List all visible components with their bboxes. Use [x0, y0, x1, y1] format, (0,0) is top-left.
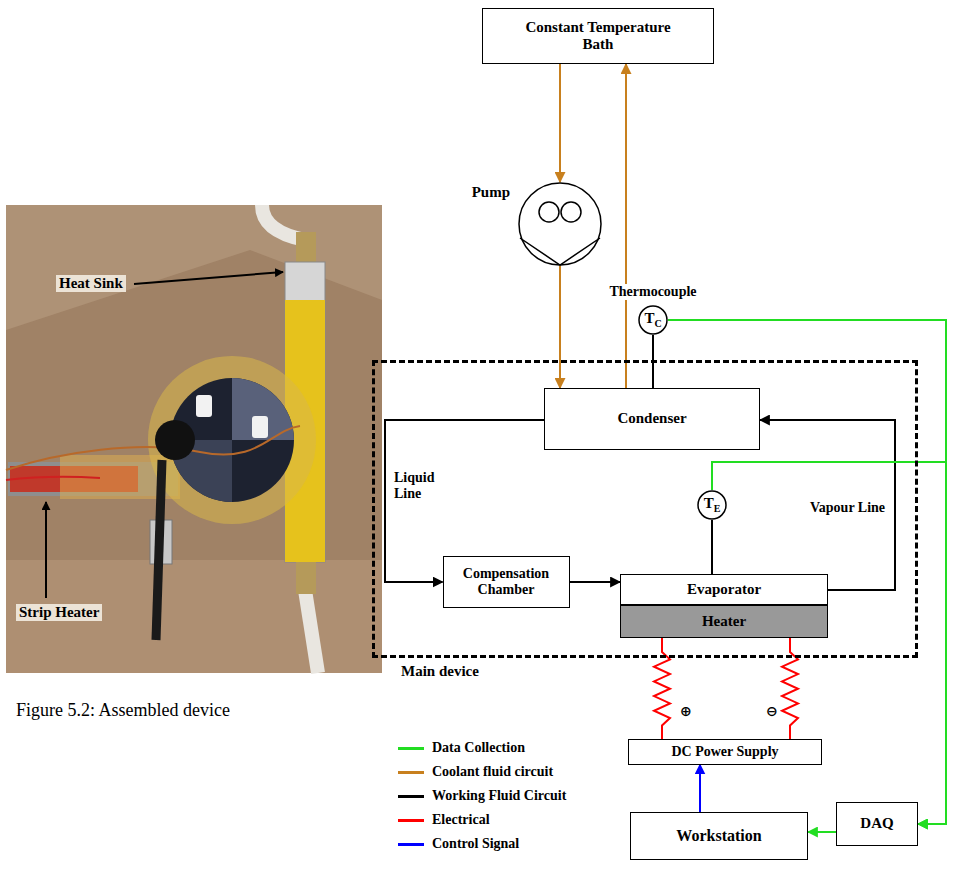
flow-connector: [699, 765, 701, 812]
node-label: DC Power Supply: [671, 744, 778, 760]
line-label: Vapour Line: [808, 500, 888, 516]
leader-arrow: [134, 272, 283, 284]
coolant-tube: [305, 590, 318, 673]
pump-rotor: [561, 202, 581, 222]
part-label: Strip Heater: [16, 604, 102, 621]
pump-rotor: [539, 202, 559, 222]
condenser-box: Condenser: [544, 388, 760, 450]
charging-knob: [155, 420, 195, 460]
legend-row: Coolant fluid circuit: [398, 764, 553, 780]
node-label: Heater: [702, 613, 746, 630]
thermocouple-circle: TE: [697, 490, 727, 520]
electrical-wire: [654, 638, 670, 739]
node-label: DAQ: [860, 815, 893, 832]
brass-fitting: [296, 562, 316, 594]
pump-symbol: Pump: [518, 182, 602, 266]
flow-connector: [712, 462, 946, 824]
thermocouple-circle: ThermocoupleTC: [638, 305, 668, 335]
kapton-disc: [148, 356, 316, 524]
fill-rod: [156, 460, 162, 640]
part-label: Heat Sink: [56, 275, 126, 292]
line-label: ⊖: [764, 704, 780, 720]
electrical-wire: [782, 638, 798, 739]
line-label: Liquid Line: [392, 470, 456, 502]
coolant-bath-box: Constant Temperature Bath: [482, 8, 714, 64]
legend-swatch: [398, 843, 424, 846]
legend-row: Electrical: [398, 812, 490, 828]
pump-base: [520, 238, 600, 265]
legend-text: Coolant fluid circuit: [432, 764, 553, 780]
node-label: Workstation: [676, 827, 761, 845]
board-shade: [6, 205, 382, 330]
legend-row: Control Signal: [398, 836, 519, 852]
compensation-chamber-box: Compensation Chamber: [443, 556, 570, 608]
legend-row: Working Fluid Circuit: [398, 788, 566, 804]
heater-wire: [6, 477, 100, 480]
legend-text: Data Collection: [432, 740, 525, 756]
board-shade: [6, 560, 382, 673]
figure-caption: Figure 5.2: Assembled device: [16, 700, 388, 722]
flow-connector: [570, 581, 621, 583]
flow-connector: [625, 64, 627, 388]
copper-wire: [6, 426, 300, 470]
circle-outline: [639, 306, 667, 334]
node-label: Compensation Chamber: [450, 566, 563, 598]
workstation-box: Workstation: [630, 812, 808, 860]
sensor-symbol: TE: [704, 496, 721, 514]
legend-text: Electrical: [432, 812, 490, 828]
node-label: Thermocouple: [606, 284, 699, 300]
legend-swatch: [398, 771, 424, 774]
daq-box: DAQ: [836, 802, 918, 846]
node-label: Main device: [401, 663, 479, 680]
legend-swatch: [398, 747, 424, 750]
power-supply-box: DC Power Supply: [628, 739, 822, 764]
legend-swatch: [398, 819, 424, 822]
flow-connector: [559, 266, 561, 388]
circle-outline: [698, 491, 726, 519]
symbol-letter: T: [644, 310, 654, 326]
flow-connector: [711, 520, 713, 574]
legend-text: Control Signal: [432, 836, 519, 852]
legend-text: Working Fluid Circuit: [432, 788, 566, 804]
leader-arrow: [45, 502, 47, 598]
flow-connector: [808, 831, 836, 833]
pump-outline: [518, 182, 602, 266]
legend-swatch: [398, 795, 424, 798]
line-label: ⊕: [678, 704, 694, 720]
circle-outline: [519, 183, 601, 265]
flow-connector: [559, 64, 561, 182]
node-label: Condenser: [617, 410, 686, 427]
node-label: Pump: [472, 184, 510, 201]
subscript: E: [714, 503, 721, 514]
white-fitting: [196, 395, 212, 417]
sensor-symbol: TC: [644, 311, 661, 329]
symbol-letter: T: [704, 495, 714, 511]
node-label: Constant Temperature Bath: [511, 19, 686, 54]
white-fitting: [252, 416, 268, 438]
brass-fitting: [296, 232, 316, 262]
node-label: Evaporator: [687, 581, 761, 598]
evaporator-box: Evaporator: [620, 574, 828, 605]
heater-box: Heater: [620, 605, 828, 638]
photo-ground: [6, 205, 382, 673]
subscript: C: [654, 318, 661, 329]
legend-row: Data Collection: [398, 740, 525, 756]
flow-connector: [760, 420, 895, 590]
